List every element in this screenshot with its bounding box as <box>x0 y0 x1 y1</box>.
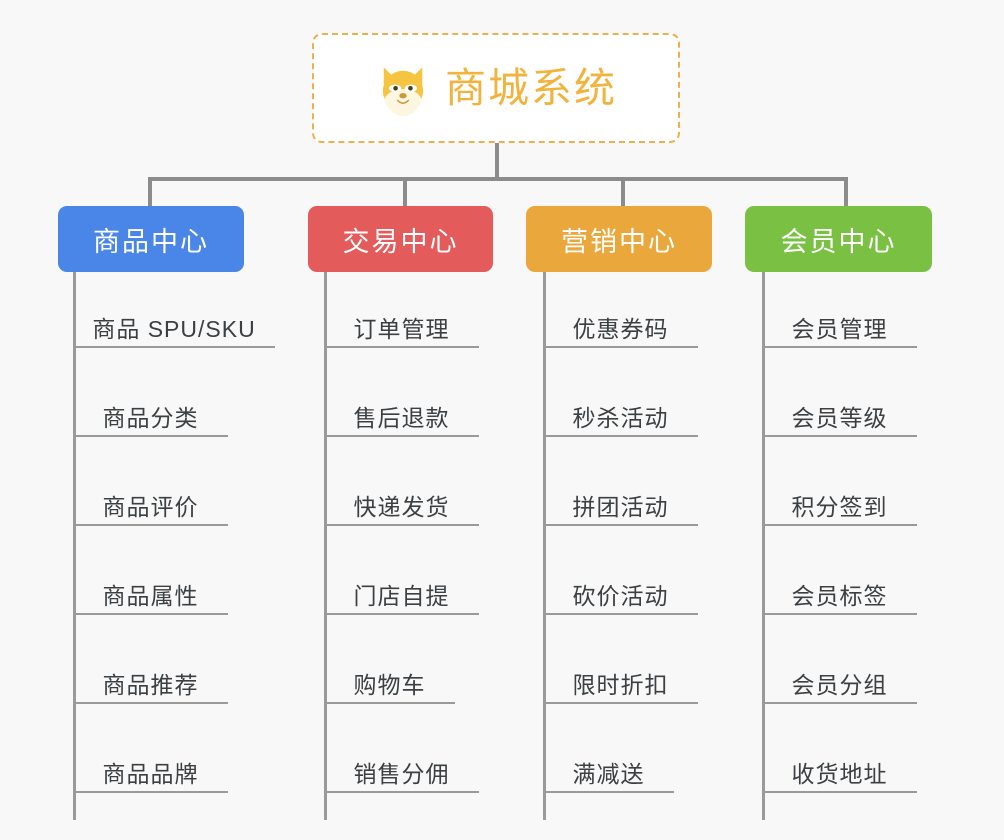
leaf-item[interactable]: 砍价活动 <box>543 559 698 615</box>
leaf-label: 订单管理 <box>353 315 450 342</box>
leaf-label: 积分签到 <box>791 493 888 520</box>
leaf-item[interactable]: 会员标签 <box>762 559 917 615</box>
connector-drop-2 <box>403 177 407 209</box>
leaf-item[interactable]: 商品评价 <box>73 470 228 526</box>
root-node[interactable]: 商城系统 <box>312 33 680 143</box>
connector-drop-1 <box>148 177 152 209</box>
leaf-item[interactable]: 销售分佣 <box>324 737 479 793</box>
leaf-item[interactable]: 会员分组 <box>762 648 917 704</box>
leaf-label: 商品属性 <box>102 582 199 609</box>
leaf-item[interactable]: 商品品牌 <box>73 737 228 793</box>
leaf-label: 会员标签 <box>791 582 888 609</box>
connector-drop-3 <box>621 177 625 209</box>
leaf-label: 销售分佣 <box>353 760 450 787</box>
leaf-label: 会员等级 <box>791 404 888 431</box>
dog-face-icon <box>375 62 431 118</box>
branch-spine-2 <box>543 272 546 820</box>
branch-spine-1 <box>324 272 327 820</box>
branch-header-2[interactable]: 营销中心 <box>526 206 712 272</box>
leaf-label: 限时折扣 <box>572 671 669 698</box>
leaf-item[interactable]: 收货地址 <box>762 737 917 793</box>
connector-root-stub <box>495 143 499 181</box>
leaf-item[interactable]: 满减送 <box>543 737 674 793</box>
leaf-item[interactable]: 售后退款 <box>324 381 479 437</box>
leaf-label: 秒杀活动 <box>572 404 669 431</box>
root-title: 商城系统 <box>445 64 617 111</box>
leaf-label: 门店自提 <box>353 582 450 609</box>
leaf-item[interactable]: 限时折扣 <box>543 648 698 704</box>
leaf-label: 售后退款 <box>353 404 450 431</box>
connector-bus <box>148 177 848 181</box>
leaf-label: 商品评价 <box>102 493 199 520</box>
leaf-item[interactable]: 商品分类 <box>73 381 228 437</box>
leaf-label: 快递发货 <box>353 493 450 520</box>
leaf-item[interactable]: 订单管理 <box>324 292 479 348</box>
leaf-item[interactable]: 商品 SPU/SKU <box>73 292 275 348</box>
leaf-label: 拼团活动 <box>572 493 669 520</box>
leaf-label: 商品 SPU/SKU <box>92 315 256 342</box>
leaf-label: 砍价活动 <box>572 582 669 609</box>
connector-drop-4 <box>844 177 848 209</box>
leaf-item[interactable]: 拼团活动 <box>543 470 698 526</box>
leaf-label: 会员分组 <box>791 671 888 698</box>
leaf-label: 会员管理 <box>791 315 888 342</box>
leaf-item[interactable]: 快递发货 <box>324 470 479 526</box>
leaf-label: 商品分类 <box>102 404 199 431</box>
branch-header-label: 商品中心 <box>93 226 209 257</box>
leaf-label: 优惠券码 <box>572 315 669 342</box>
leaf-label: 商品品牌 <box>102 760 199 787</box>
leaf-item[interactable]: 商品属性 <box>73 559 228 615</box>
leaf-label: 商品推荐 <box>102 671 199 698</box>
branch-header-0[interactable]: 商品中心 <box>58 206 244 272</box>
leaf-item[interactable]: 门店自提 <box>324 559 479 615</box>
leaf-label: 满减送 <box>572 760 645 787</box>
branch-header-3[interactable]: 会员中心 <box>745 206 932 272</box>
leaf-item[interactable]: 购物车 <box>324 648 455 704</box>
leaf-item[interactable]: 会员管理 <box>762 292 917 348</box>
branch-header-1[interactable]: 交易中心 <box>308 206 493 272</box>
leaf-item[interactable]: 会员等级 <box>762 381 917 437</box>
branch-spine-3 <box>762 272 765 820</box>
leaf-item[interactable]: 商品推荐 <box>73 648 228 704</box>
branch-header-label: 交易中心 <box>342 226 459 257</box>
leaf-item[interactable]: 积分签到 <box>762 470 917 526</box>
branch-header-label: 会员中心 <box>780 226 897 257</box>
leaf-item[interactable]: 优惠券码 <box>543 292 698 348</box>
branch-spine-0 <box>73 272 76 820</box>
leaf-item[interactable]: 秒杀活动 <box>543 381 698 437</box>
branch-header-label: 营销中心 <box>561 226 677 257</box>
leaf-label: 购物车 <box>353 671 426 698</box>
leaf-label: 收货地址 <box>791 760 888 787</box>
